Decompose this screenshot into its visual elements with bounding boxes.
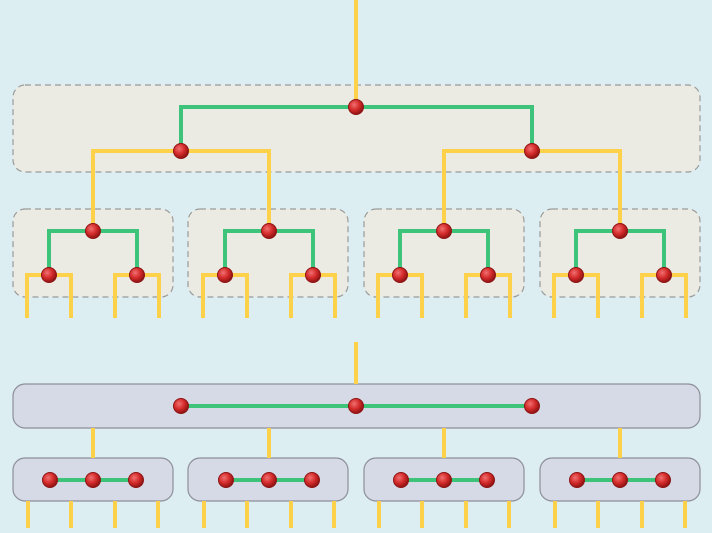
top-sub-root-node-3: [436, 223, 452, 239]
bottom-level1-right-node: [524, 398, 540, 414]
top-sub-root-node-1: [85, 223, 101, 239]
bottom-sub-node-2-1: [218, 472, 234, 488]
bottom-sub-node-4-1: [569, 472, 585, 488]
bottom-level1-left-node: [173, 398, 189, 414]
top-level1-right-node: [524, 143, 540, 159]
bottom-sub-node-4-2: [612, 472, 628, 488]
bottom-sub-node-1-3: [128, 472, 144, 488]
bottom-sub-node-1-2: [85, 472, 101, 488]
top-sub-right-node-2: [305, 267, 321, 283]
top-level1-left-node: [173, 143, 189, 159]
top-sub-right-node-4: [656, 267, 672, 283]
top-sub-right-node-1: [129, 267, 145, 283]
bottom-sub-node-3-3: [479, 472, 495, 488]
top-sub-left-node-1: [41, 267, 57, 283]
top-sub-left-node-3: [392, 267, 408, 283]
bottom-level1-mid-node: [348, 398, 364, 414]
bottom-sub-node-3-2: [436, 472, 452, 488]
bottom-sub-node-2-2: [261, 472, 277, 488]
bottom-sub-node-1-1: [42, 472, 58, 488]
top-sub-left-node-2: [217, 267, 233, 283]
bottom-sub-node-4-3: [655, 472, 671, 488]
top-sub-root-node-2: [261, 223, 277, 239]
top-sub-left-node-4: [568, 267, 584, 283]
bottom-sub-node-3-1: [393, 472, 409, 488]
top-sub-right-node-3: [480, 267, 496, 283]
top-sub-root-node-4: [612, 223, 628, 239]
bottom-sub-node-2-3: [304, 472, 320, 488]
top-root-node: [348, 99, 364, 115]
